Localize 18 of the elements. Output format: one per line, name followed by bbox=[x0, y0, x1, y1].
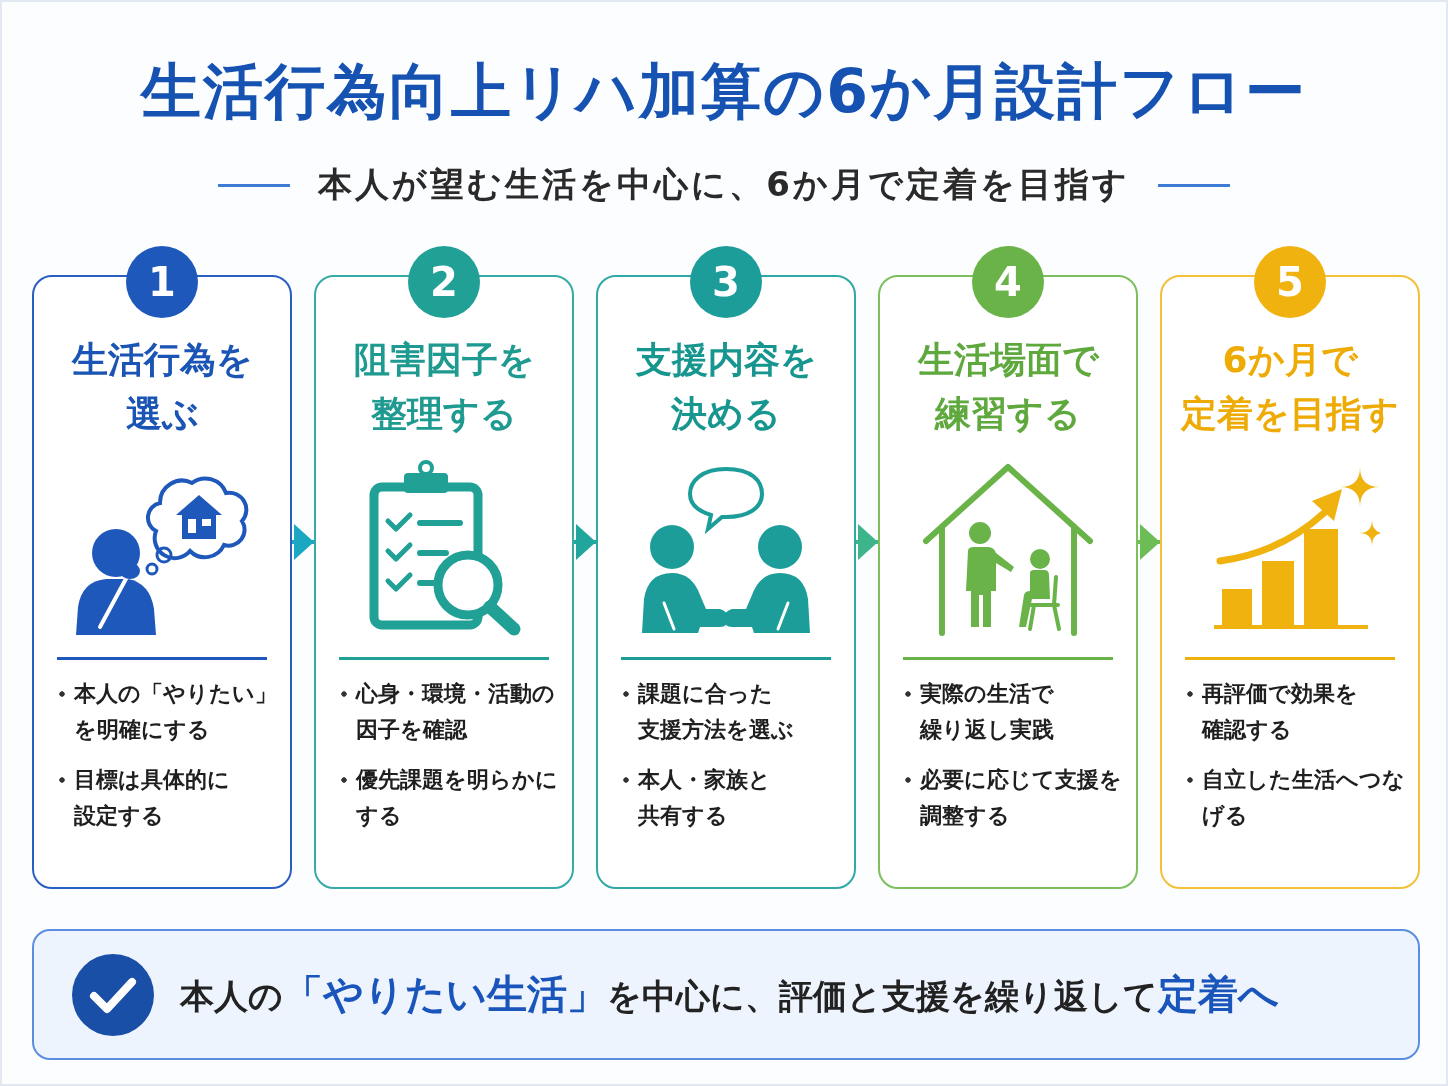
step-title: 生活場面で練習する bbox=[917, 338, 1099, 436]
arrow bbox=[574, 524, 596, 560]
step-number-badge: 1 bbox=[126, 246, 198, 318]
arrow bbox=[292, 524, 314, 560]
step-title: 生活行為を選ぶ bbox=[71, 338, 253, 436]
step-title: 6か月で定着を目指す bbox=[1181, 338, 1399, 436]
subtitle: 本人が望む生活を中心に、6か月で定着を目指す bbox=[318, 163, 1130, 206]
summary-banner bbox=[32, 929, 1420, 1060]
step-number-badge: 2 bbox=[408, 246, 480, 318]
step-number-badge: 4 bbox=[972, 246, 1044, 318]
step-number-badge: 3 bbox=[690, 246, 762, 318]
summary-text: 本人の「やりたい生活」を中心に、評価と支援を繰り返して定着へ bbox=[180, 970, 1279, 1019]
step-title: 支援内容を決める bbox=[635, 338, 817, 436]
step-title: 阻害因子を整理する bbox=[353, 338, 535, 436]
title: 生活行為向上リハ加算の6か月設計フロー bbox=[139, 55, 1308, 128]
arrow bbox=[1138, 524, 1160, 560]
arrow bbox=[856, 524, 878, 560]
step-number-badge: 5 bbox=[1254, 246, 1326, 318]
